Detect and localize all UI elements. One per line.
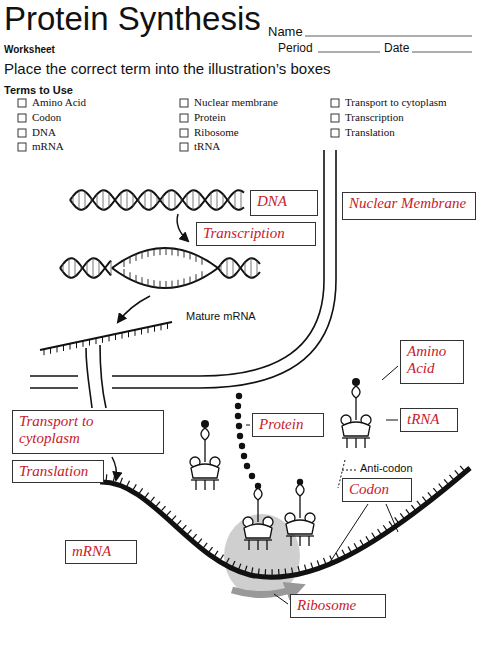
header-text: Name [268, 24, 303, 39]
answer-box: Translation [12, 460, 104, 483]
protein-chain [235, 393, 303, 489]
term: Transcription [345, 111, 404, 123]
header-text: Worksheet [4, 44, 55, 55]
arrow [177, 214, 188, 241]
term: Ribosome [194, 126, 239, 138]
answer-box: Protein [252, 413, 324, 437]
answer-box: DNA [250, 190, 318, 216]
term: tRNA [194, 140, 220, 152]
term: Translation [345, 126, 395, 138]
answer-text: Transcription [203, 225, 309, 242]
part-label: Mature mRNA [186, 310, 256, 322]
header-text: Place the correct term into the illustra… [4, 60, 331, 77]
mature-mrna [40, 322, 172, 350]
term: Nuclear membrane [194, 96, 278, 108]
header-text: Date [384, 41, 409, 55]
answer-text: Ribosome [297, 597, 379, 614]
answer-text: tRNA [407, 411, 451, 428]
mrna-strand [100, 468, 470, 577]
answer-text: Protein [259, 416, 317, 433]
arrow [118, 296, 150, 322]
answer-text: mRNA [72, 543, 130, 560]
term: DNA [32, 126, 56, 138]
part-label: Anti-codon [360, 462, 413, 474]
answer-text: Nuclear Membrane [349, 195, 469, 212]
ribosome-direction [232, 588, 296, 595]
answer-box: Nuclear Membrane [342, 192, 476, 220]
header-text: Period [278, 41, 313, 55]
header-text: Terms to Use [4, 84, 73, 96]
answer-box: mRNA [65, 540, 137, 564]
term: Codon [32, 111, 61, 123]
term: mRNA [32, 140, 64, 152]
answer-box: Codon [342, 478, 412, 502]
mrna-bases [44, 323, 168, 355]
answer-box: Transport to cytoplasm [12, 410, 164, 454]
answer-text: DNA [257, 193, 311, 210]
answer-text: Transport to cytoplasm [19, 413, 157, 447]
term: Amino Acid [32, 96, 86, 108]
answer-box: Ribosome [290, 594, 386, 618]
term: Protein [194, 111, 226, 123]
nuclear-membrane [30, 150, 336, 388]
mrna-bases [106, 466, 464, 575]
answer-text: Codon [349, 481, 405, 498]
answer-text: Amino Acid [407, 343, 457, 377]
mrna-transport [86, 345, 106, 408]
term: Transport to cytoplasm [345, 96, 447, 108]
trna-molecules [190, 386, 371, 550]
answer-box: Amino Acid [400, 340, 464, 384]
answer-box: Transcription [196, 222, 316, 246]
answer-box: tRNA [400, 408, 458, 432]
title: Protein Synthesis [4, 0, 261, 38]
answer-text: Translation [19, 463, 97, 480]
